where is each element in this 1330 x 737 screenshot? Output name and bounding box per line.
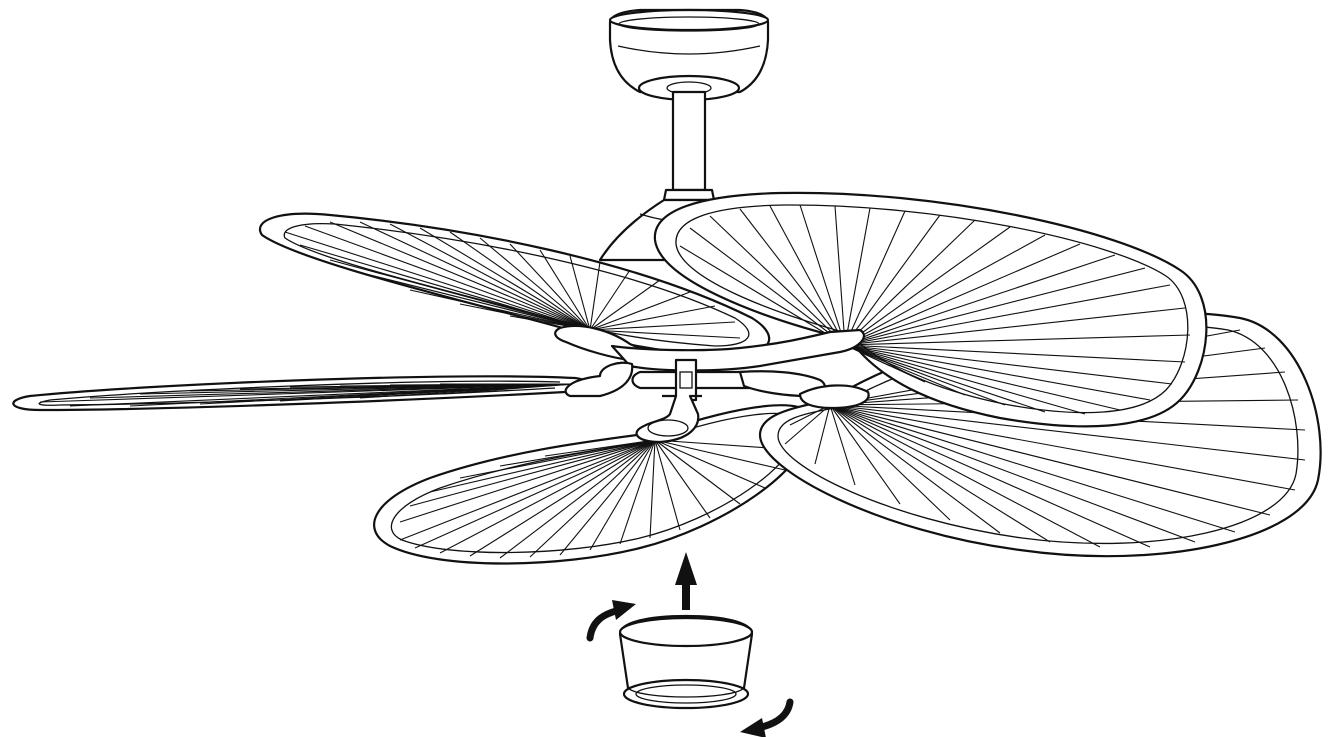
light-cap xyxy=(618,614,754,710)
ceiling-canopy xyxy=(608,8,770,102)
fan-hub xyxy=(554,324,870,444)
up-arrow-icon xyxy=(675,552,697,610)
blade-far-left xyxy=(12,375,587,412)
blade-far-left-ribs xyxy=(39,383,576,407)
blade-upper-right xyxy=(653,191,1208,428)
blade-lower-left xyxy=(373,404,814,565)
rotate-arrow-icon xyxy=(586,600,636,642)
blade-upper-right-ribs xyxy=(679,204,1191,415)
blade-upper-left xyxy=(259,212,771,358)
rotate-arrow-icon xyxy=(740,698,794,737)
downrod xyxy=(662,90,716,202)
blade-upper-left-ribs xyxy=(284,221,741,339)
